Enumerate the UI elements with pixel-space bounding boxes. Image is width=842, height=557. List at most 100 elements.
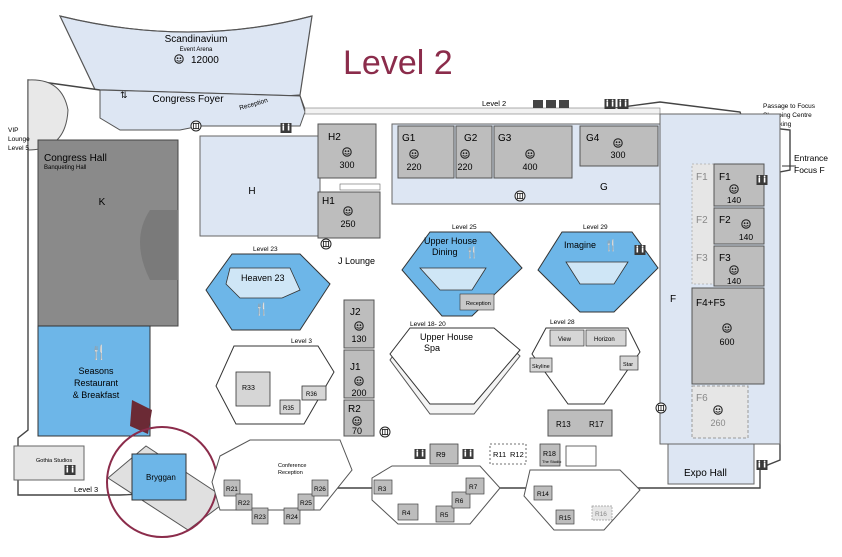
room-f1[interactable] [713, 163, 765, 207]
room-f6-cap: 260 [710, 418, 725, 428]
expo-hall-label: Expo Hall [684, 468, 727, 479]
room-f4f5[interactable] [691, 287, 765, 385]
room-r6[interactable] [451, 491, 471, 509]
hall-g-label: G [600, 182, 608, 193]
escalator-icon [339, 183, 381, 191]
star-label: Star [623, 362, 633, 368]
bryggan-room[interactable] [131, 453, 187, 501]
room-g1[interactable] [397, 125, 455, 179]
room-j1-cap: 200 [351, 388, 366, 398]
star-room[interactable] [619, 355, 639, 371]
room-g3[interactable] [493, 125, 573, 179]
room-r3-name: R3 [378, 486, 387, 493]
room-g1-cap: 220 [406, 162, 421, 172]
room-r3[interactable] [373, 479, 393, 495]
room-g2[interactable] [455, 125, 493, 179]
room-g2-name: G2 [464, 133, 478, 144]
room-j1[interactable] [343, 349, 375, 399]
room-f3[interactable] [713, 245, 765, 287]
imagine-name: Imagine [564, 240, 596, 250]
room-r11-r12[interactable] [489, 443, 527, 465]
uh-reception-label: Reception [466, 301, 491, 307]
room-r35[interactable] [301, 385, 327, 401]
elevator-icon [533, 100, 543, 108]
room-r31[interactable] [235, 371, 271, 407]
toilet-icon [130, 400, 152, 434]
arena-sub: Event Arena [180, 47, 213, 53]
skyline-room[interactable] [529, 357, 553, 373]
room-r13[interactable] [539, 443, 561, 467]
room-h2-name: H2 [328, 132, 341, 143]
view-room[interactable] [549, 329, 585, 347]
uh-spa-name1: Upper House [420, 332, 473, 342]
restaurant-icon: 🍴 [604, 239, 618, 252]
vip-label-3: Level 5 [8, 145, 29, 152]
room-r22-name: R22 [238, 500, 250, 507]
congress-hall-name: Congress Hall [44, 153, 107, 164]
room-f1-cap: 140 [727, 195, 741, 205]
arena-capacity: 12000 [191, 55, 219, 66]
room-f4f5-cap: 600 [719, 337, 734, 347]
room-r13-name: R18 [543, 451, 556, 458]
room-r33[interactable] [279, 399, 301, 415]
elevator-icon [320, 238, 332, 250]
uh-dining-name2: Dining [432, 247, 458, 257]
room-r2-name: R2 [348, 404, 361, 415]
room-r21-name: R21 [226, 486, 238, 493]
room-r7[interactable] [465, 477, 485, 495]
room-r22[interactable] [235, 493, 253, 511]
room-r17-r18[interactable] [547, 409, 613, 437]
room-r9[interactable] [429, 443, 459, 465]
elevator-icon [655, 402, 667, 414]
room-r2[interactable] [343, 399, 375, 437]
conference-label-1: Conference [278, 463, 306, 469]
toilet-icon [756, 460, 768, 470]
expo-hall[interactable] [667, 443, 755, 485]
room-j2[interactable] [343, 299, 375, 349]
arena-area [58, 15, 313, 101]
room-r23-name: R23 [254, 514, 266, 521]
room-r15-name: R15 [559, 515, 571, 522]
restaurant-icon: 🍴 [465, 246, 479, 259]
room-h1-name: H1 [322, 196, 335, 207]
room-r5[interactable] [435, 505, 455, 523]
room-g3-name: G3 [498, 133, 512, 144]
passage-label-2: Shopping Centre [763, 112, 812, 119]
arena-name: Scandinavium [165, 34, 228, 45]
room-f3-cap: 140 [727, 276, 741, 286]
upper-house-spa[interactable] [389, 327, 521, 405]
room-r4[interactable] [397, 503, 419, 521]
room-r25-name: R25 [300, 500, 312, 507]
room-r21[interactable] [223, 479, 241, 497]
room-r23[interactable] [251, 507, 269, 525]
f1-grey-label: F1 [696, 172, 708, 183]
uh-spa-name2: Spa [424, 343, 440, 353]
room-r26[interactable] [311, 479, 329, 497]
room-r25[interactable] [297, 493, 315, 511]
room-r15[interactable] [555, 509, 575, 525]
imagine-level-label: Level 29 [583, 224, 608, 231]
entrance-label-2: Focus F [794, 165, 825, 175]
vip-label-2: Lounge [8, 136, 30, 143]
restaurant-icon: 🍴 [90, 344, 107, 361]
hall-f-label: F [670, 294, 676, 305]
toilet-icon [634, 245, 646, 255]
level2-corridor [304, 107, 661, 115]
level28-label: Level 28 [550, 319, 575, 326]
bryggan-label: Bryggan [146, 473, 176, 482]
room-r14[interactable] [533, 485, 553, 501]
room-g4[interactable] [579, 125, 659, 167]
room-r16[interactable] [591, 505, 613, 521]
hall-h-label: H [248, 186, 255, 197]
room-r26-name: R26 [314, 486, 326, 493]
level28-block[interactable] [531, 327, 641, 405]
room-f2-cap: 140 [739, 232, 753, 242]
hall-h[interactable] [199, 135, 321, 237]
room-j2-name: J2 [350, 307, 361, 318]
level2-corridor-label: Level 2 [482, 99, 506, 108]
room-f2[interactable] [713, 207, 765, 245]
elevator-icon [514, 190, 526, 202]
room-r24[interactable] [283, 507, 301, 525]
horizon-room[interactable] [585, 329, 627, 347]
room-h2[interactable] [317, 123, 377, 179]
